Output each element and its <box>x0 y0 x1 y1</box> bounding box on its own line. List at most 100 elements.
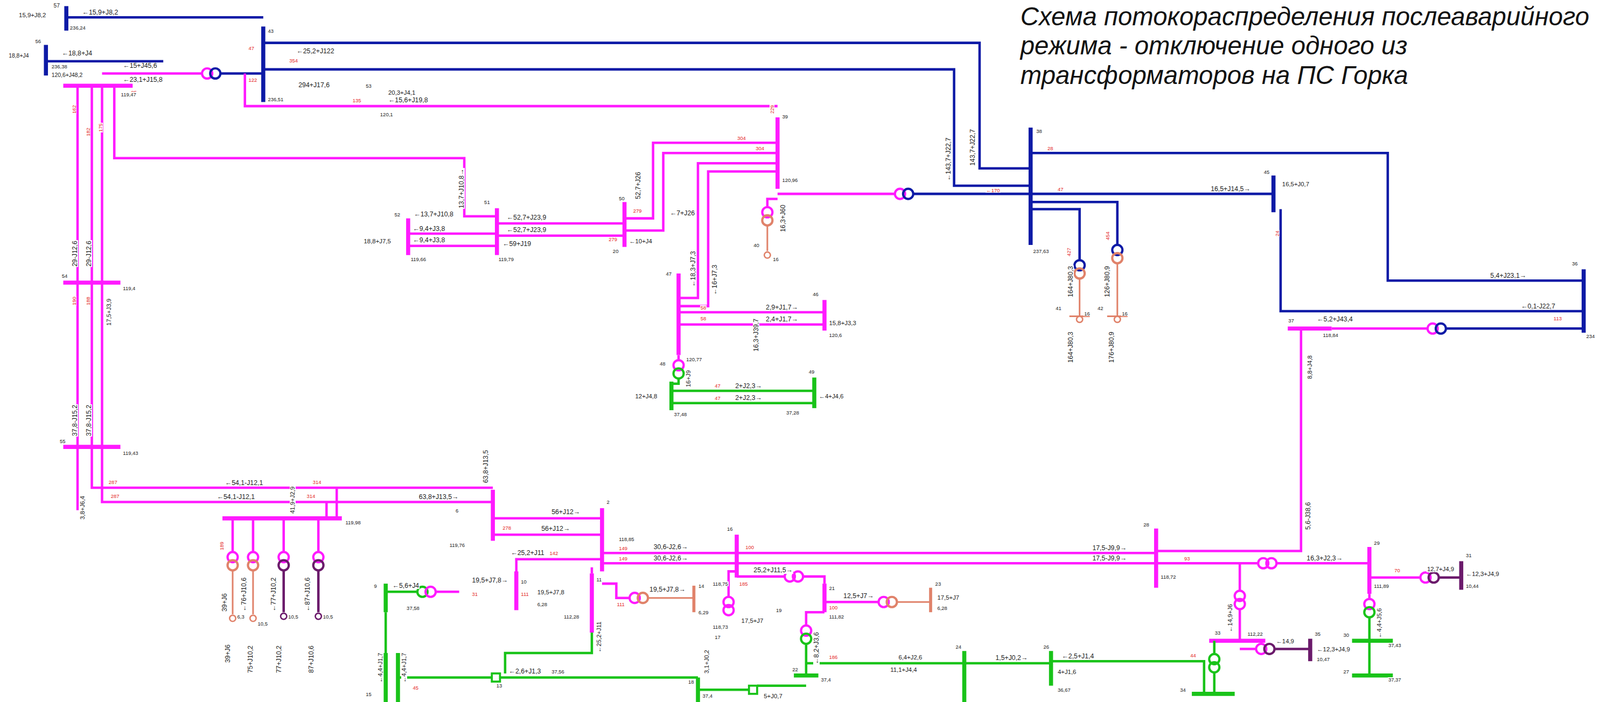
current-value: 304 <box>755 145 765 151</box>
flow-label: ←14,9 <box>1275 638 1295 645</box>
line-110kv <box>824 601 879 604</box>
bus-generator <box>692 585 696 613</box>
flow-label: 16 <box>1083 311 1091 317</box>
line-35kv <box>505 632 592 674</box>
current-value: 175 <box>98 123 103 134</box>
generator-symbol <box>280 613 287 620</box>
flow-label: 39+J6 <box>221 592 228 613</box>
current-value: 45 <box>411 685 419 691</box>
flow-label: 77+J10,2 <box>275 645 283 674</box>
flow-label: 63,8+J13,5 <box>482 449 489 484</box>
flow-label: 51 <box>483 199 491 205</box>
bus-110kv <box>822 299 827 331</box>
flow-label: 11 <box>596 577 603 583</box>
flow-label: 17,5-J9,9→ <box>1091 555 1128 562</box>
flow-label: 36,67 <box>1057 687 1072 693</box>
line-110kv <box>624 152 778 231</box>
flow-label: ←4,4+J1,7 <box>401 652 408 684</box>
flow-label: 6,29 <box>697 610 709 616</box>
bus-35kv <box>962 651 967 702</box>
flow-label: 21 <box>828 585 836 591</box>
bus-110kv <box>1154 528 1159 589</box>
flow-label: 119,4 <box>122 285 136 291</box>
flow-label: 118,72 <box>1160 574 1177 580</box>
switch-symbol <box>491 673 758 695</box>
current-value: 142 <box>548 550 559 556</box>
flow-label: ←4,4+J1,7 <box>377 652 384 684</box>
flow-label: 143,7+J22,7 <box>969 128 976 167</box>
flow-label: 118,85 <box>618 536 635 542</box>
flow-label: 6,3 <box>236 614 246 620</box>
bus-110kv <box>494 208 500 256</box>
flow-label: 15,8+J3,3 <box>828 320 857 327</box>
flow-label: 9 <box>373 583 377 589</box>
flow-label: 119,76 <box>449 542 466 548</box>
flow-label: 2,4+J1,7→ <box>765 316 799 323</box>
flow-label: 37,43 <box>1387 643 1402 648</box>
line-35kv <box>385 378 1370 695</box>
flow-label: ←87+J10,6 <box>304 577 311 613</box>
flow-label: 33 <box>1214 630 1222 636</box>
flow-label: 118,75 <box>712 581 729 587</box>
flow-label: 43 <box>267 28 275 34</box>
flow-label: 17,5-J9,9→ <box>1091 545 1128 552</box>
flow-label: 119,66 <box>410 256 427 262</box>
bus-220kv <box>261 26 266 102</box>
flow-label: 10,47 <box>1316 657 1331 662</box>
flow-label: ←23,1+J15,8 <box>122 76 164 83</box>
flow-label: 119,47 <box>120 92 137 97</box>
current-value: 111 <box>520 591 529 597</box>
line-220kv <box>1030 192 1274 196</box>
flow-label: 16 <box>1121 311 1129 317</box>
current-value: 70 <box>1393 568 1401 574</box>
current-value: 454 <box>1105 231 1110 241</box>
transformer-symbol <box>210 68 221 79</box>
flow-label: 50 <box>618 196 626 201</box>
line-110kv <box>1239 647 1256 651</box>
flow-label: ←25,2+J11 <box>509 549 545 557</box>
current-value: 58 <box>700 316 708 321</box>
line-110kv <box>497 222 625 226</box>
line-110kv <box>114 85 498 217</box>
flow-label: 19,5+J7,8→ <box>648 586 687 593</box>
bus-35kv <box>1352 638 1394 644</box>
transformer-symbol <box>1264 644 1275 655</box>
line-110kv <box>1331 327 1428 331</box>
flow-label: 164+J80,3 <box>1067 331 1074 364</box>
flow-label: 31 <box>1465 553 1473 558</box>
flow-label: 17,5+J3,9 <box>106 298 113 327</box>
current-value: 47 <box>1057 186 1065 192</box>
flow-label: 120,77 <box>685 357 703 362</box>
line-110kv <box>325 502 328 519</box>
line-110kv <box>492 517 603 521</box>
switch-symbol <box>749 686 758 695</box>
bus-110kv <box>63 444 121 450</box>
flow-label: 37,58 <box>406 605 421 611</box>
flow-label: ←4+J4,6 <box>818 393 845 400</box>
bus-110kv <box>599 508 605 572</box>
flow-label: 39+J6 <box>224 644 232 664</box>
flow-label: 30,6-J2,6→ <box>653 543 689 551</box>
flow-label: 24 <box>955 644 963 650</box>
flow-label: ←25,2+J122 <box>295 47 335 55</box>
flow-label: 54 <box>61 273 69 279</box>
transformer-symbol <box>201 68 1446 673</box>
flow-label: 41,9+J2,9 <box>289 486 296 515</box>
line-35kv <box>1368 617 1372 676</box>
flow-label: 37,4 <box>702 693 714 699</box>
flow-label: 14 <box>697 583 705 589</box>
line-35kv <box>671 401 815 405</box>
flow-label: 39 <box>781 114 789 120</box>
flow-label: 37,56 <box>550 669 565 675</box>
flow-label: ←15+J45,6 <box>122 62 158 69</box>
flow-label: 29-J12,6 <box>85 240 93 268</box>
flow-label: 18,8+J7,5 <box>363 238 392 245</box>
flow-label: ←8,2+J3,6 <box>813 632 820 666</box>
flow-label: ←76+J10,6 <box>240 577 248 613</box>
flow-label: ←2,5+J1,4 <box>1061 653 1095 660</box>
transformer-symbol <box>1266 558 1277 569</box>
current-value: 304 <box>736 135 747 141</box>
line-110kv <box>282 518 285 553</box>
current-value: 287 <box>110 493 121 499</box>
line-220kv <box>220 72 264 75</box>
